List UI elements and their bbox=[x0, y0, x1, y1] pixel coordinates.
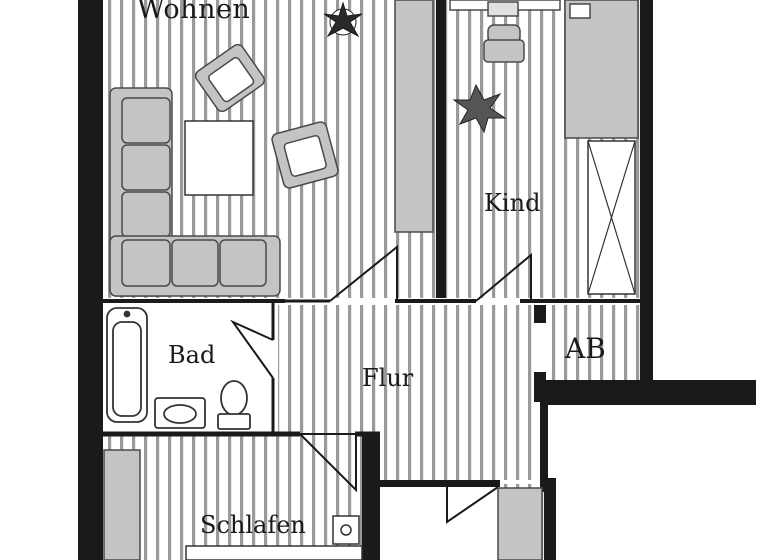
bathtub-faucet-icon bbox=[123, 310, 131, 318]
bed-pillow bbox=[569, 3, 591, 19]
bed bbox=[564, 0, 639, 139]
sofa-cushion bbox=[121, 191, 171, 238]
wall-schlafen-right bbox=[362, 432, 380, 560]
door-kind bbox=[475, 252, 532, 302]
room-label-flur: Flur bbox=[362, 364, 414, 392]
bedroom-closet bbox=[103, 449, 141, 560]
wall-right-stub bbox=[546, 380, 756, 405]
wall-wohnen-kind bbox=[436, 0, 446, 298]
room-label-bad: Bad bbox=[168, 341, 216, 369]
wall-ab-left-lower bbox=[534, 372, 546, 402]
door-swings bbox=[230, 244, 532, 524]
floor-ab bbox=[546, 305, 640, 380]
potted-plant-icon bbox=[323, 1, 363, 38]
sofa-cushion bbox=[121, 97, 171, 144]
double-bed bbox=[185, 545, 363, 560]
armchair bbox=[271, 121, 339, 189]
wall-ab-left bbox=[534, 305, 546, 323]
toilet-icon bbox=[220, 380, 248, 416]
room-label-ab: AB bbox=[565, 332, 606, 365]
sofa-cushion bbox=[121, 239, 171, 287]
partitions bbox=[103, 299, 640, 437]
room-label-wohnen: Wohnen bbox=[137, 0, 251, 25]
sofa-cushion bbox=[121, 144, 171, 191]
door-wohnen bbox=[329, 244, 398, 302]
bathtub-inner bbox=[112, 321, 142, 417]
bathroom-fixtures bbox=[106, 307, 251, 430]
floor-schlafen bbox=[103, 436, 365, 560]
toilet-tank bbox=[217, 413, 251, 430]
walls bbox=[78, 0, 756, 560]
potted-plant-icon bbox=[452, 83, 507, 134]
bedroom-furniture bbox=[103, 449, 543, 560]
armchair bbox=[194, 43, 266, 113]
sink-icon bbox=[163, 404, 197, 424]
door-bad bbox=[230, 319, 274, 379]
room-label-schlafen: Schlafen bbox=[200, 511, 306, 539]
door-schlafen bbox=[297, 433, 357, 493]
child-room-furniture bbox=[449, 0, 639, 295]
sofa-cushion bbox=[171, 239, 219, 287]
wall-right-upper bbox=[640, 0, 653, 386]
coffee-table bbox=[184, 120, 254, 196]
room-label-kind: Kind bbox=[484, 189, 541, 217]
wall-lower-right bbox=[544, 478, 556, 560]
cabinet-lower-right bbox=[497, 487, 543, 560]
door-lower-right bbox=[446, 486, 499, 524]
wall-cabinet bbox=[394, 0, 434, 233]
office-chair bbox=[483, 24, 525, 63]
wall-left-exterior bbox=[78, 0, 103, 560]
lamp-icon bbox=[340, 524, 352, 536]
desk-monitor bbox=[487, 1, 519, 17]
wall-bottom-mid bbox=[380, 480, 500, 487]
wardrobe-cross bbox=[587, 140, 636, 295]
living-room-furniture bbox=[109, 0, 434, 297]
sofa-cushion bbox=[219, 239, 267, 287]
wall-flur-right bbox=[540, 402, 548, 492]
